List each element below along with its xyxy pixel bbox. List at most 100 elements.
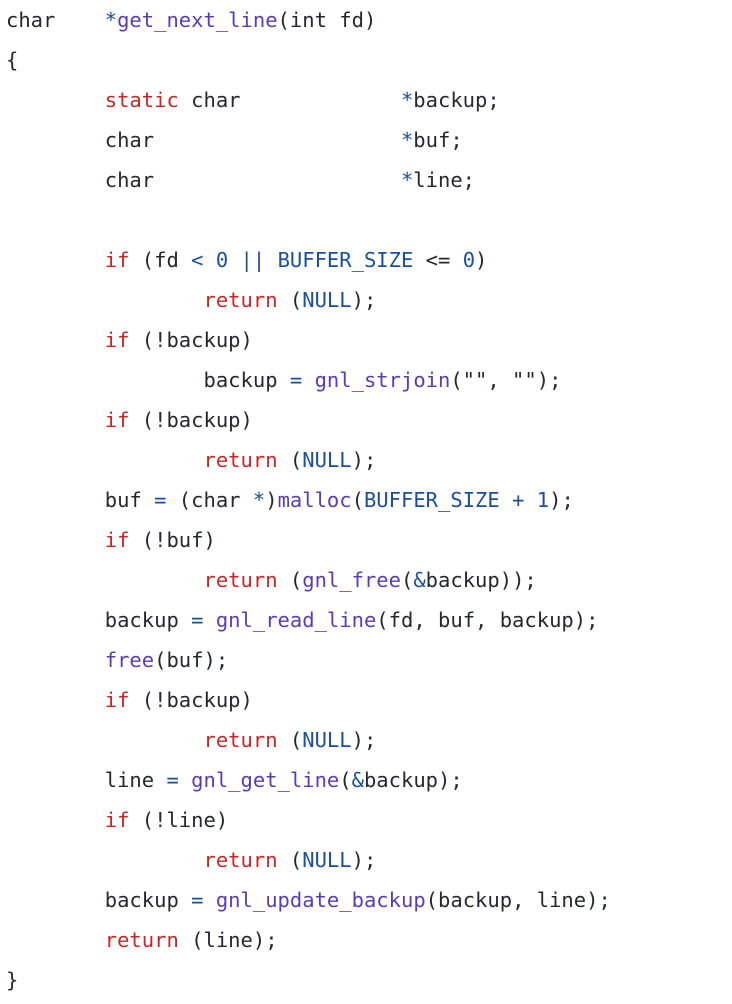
code-token-plain [265, 248, 277, 272]
code-token-plain: ( [277, 448, 303, 472]
code-line: } [6, 960, 18, 1000]
code-line: return (NULL); [6, 840, 376, 880]
code-token-plain: ); [549, 488, 574, 512]
code-line: if (!backup) [6, 400, 253, 440]
code-line: return (NULL); [6, 720, 376, 760]
code-token-plain: (backup, line); [425, 888, 611, 912]
code-token-keyword: if [104, 688, 130, 712]
code-token-plain: buf [6, 488, 155, 512]
code-token-constant: NULL [302, 448, 352, 472]
code-line: if (!line) [6, 800, 228, 840]
code-line: if (!buf) [6, 520, 216, 560]
code-token-keyword: return [203, 848, 278, 872]
code-token-plain: ("", ""); [450, 368, 562, 392]
code-token-function: malloc [277, 488, 352, 512]
code-token-plain: { [6, 48, 19, 72]
code-token-function: gnl_free [302, 568, 401, 592]
code-token-operator: = [191, 888, 204, 912]
code-token-plain [6, 648, 105, 672]
code-token-constant: NULL [302, 728, 352, 752]
code-token-operator: = [166, 768, 179, 792]
code-token-keyword: return [203, 288, 278, 312]
code-token-operator: * [252, 488, 266, 512]
code-line: char *get_next_line(int fd) [6, 0, 376, 40]
code-token-constant: NULL [302, 288, 352, 312]
code-token-keyword: return [203, 448, 278, 472]
code-token-operator: < [191, 248, 204, 272]
code-token-plain: (fd [129, 248, 192, 272]
code-token-plain: ) [475, 248, 488, 272]
code-token-plain: ( [400, 568, 414, 592]
code-token-plain: (fd, buf, backup); [376, 608, 599, 632]
code-token-operator: * [400, 128, 414, 152]
code-token-plain: backup); [363, 768, 463, 792]
code-token-plain: char [6, 8, 56, 32]
code-token-plain [154, 168, 401, 192]
code-token-plain [6, 408, 105, 432]
code-token-plain [302, 368, 314, 392]
code-token-plain: line; [413, 168, 476, 192]
code-token-function: gnl_strjoin [314, 368, 451, 392]
code-token-plain [500, 488, 512, 512]
code-token-plain [154, 128, 401, 152]
code-token-plain: ); [351, 848, 377, 872]
code-token-function: free [104, 648, 155, 672]
code-token-plain [55, 8, 104, 32]
code-line: return (NULL); [6, 440, 376, 480]
code-token-plain: ) [265, 488, 278, 512]
code-token-plain: (buf); [154, 648, 229, 672]
code-token-keyword: return [203, 568, 278, 592]
code-token-plain: backup)); [425, 568, 537, 592]
code-token-plain: ); [351, 448, 377, 472]
code-token-operator: = [154, 488, 167, 512]
code-token-plain: char [178, 88, 241, 112]
code-token-plain: char [6, 168, 155, 192]
code-token-plain: (line); [178, 928, 278, 952]
code-token-plain [6, 848, 203, 872]
code-token-plain: backup [6, 368, 290, 392]
code-token-plain: backup [6, 608, 192, 632]
code-token-keyword: if [104, 408, 130, 432]
code-token-keyword: if [104, 248, 130, 272]
code-token-operator: & [413, 568, 426, 592]
code-line: free(buf); [6, 640, 228, 680]
code-token-plain [6, 528, 105, 552]
code-token-plain [228, 248, 240, 272]
code-token-plain: ( [351, 488, 364, 512]
code-token-operator: * [400, 88, 414, 112]
code-line: return (NULL); [6, 280, 376, 320]
code-token-plain [6, 448, 203, 472]
code-view[interactable]: char *get_next_line(int fd) { static char… [6, 0, 726, 1004]
code-token-plain: (!buf) [129, 528, 216, 552]
code-token-operator: = [191, 608, 204, 632]
code-token-keyword: if [104, 328, 130, 352]
code-token-plain: ( [277, 568, 303, 592]
code-token-plain: ); [351, 728, 377, 752]
code-token-plain [241, 88, 401, 112]
code-token-plain: ( [339, 768, 352, 792]
code-token-plain [179, 768, 191, 792]
code-token-plain [204, 248, 216, 272]
code-token-plain: buf; [413, 128, 463, 152]
code-token-plain [6, 288, 203, 312]
code-line: { [6, 40, 18, 80]
code-token-keyword: static [104, 88, 179, 112]
code-token-keyword: if [104, 528, 130, 552]
code-token-plain: backup [6, 888, 192, 912]
code-token-function: gnl_read_line [215, 608, 377, 632]
code-token-plain: (!backup) [129, 408, 253, 432]
code-token-plain [6, 568, 203, 592]
code-line: char *buf; [6, 120, 463, 160]
code-token-constant: 0 [462, 248, 476, 272]
code-token-constant: BUFFER_SIZE [277, 248, 414, 272]
code-token-plain: (!backup) [129, 688, 253, 712]
code-line: if (!backup) [6, 320, 253, 360]
code-token-plain: ( [277, 848, 303, 872]
code-line: return (line); [6, 920, 278, 960]
code-token-plain: } [6, 968, 19, 992]
code-line: backup = gnl_update_backup(backup, line)… [6, 880, 611, 920]
code-token-constant: 0 [215, 248, 229, 272]
code-token-keyword: return [203, 728, 278, 752]
code-token-plain [204, 888, 216, 912]
code-token-constant: BUFFER_SIZE [363, 488, 500, 512]
